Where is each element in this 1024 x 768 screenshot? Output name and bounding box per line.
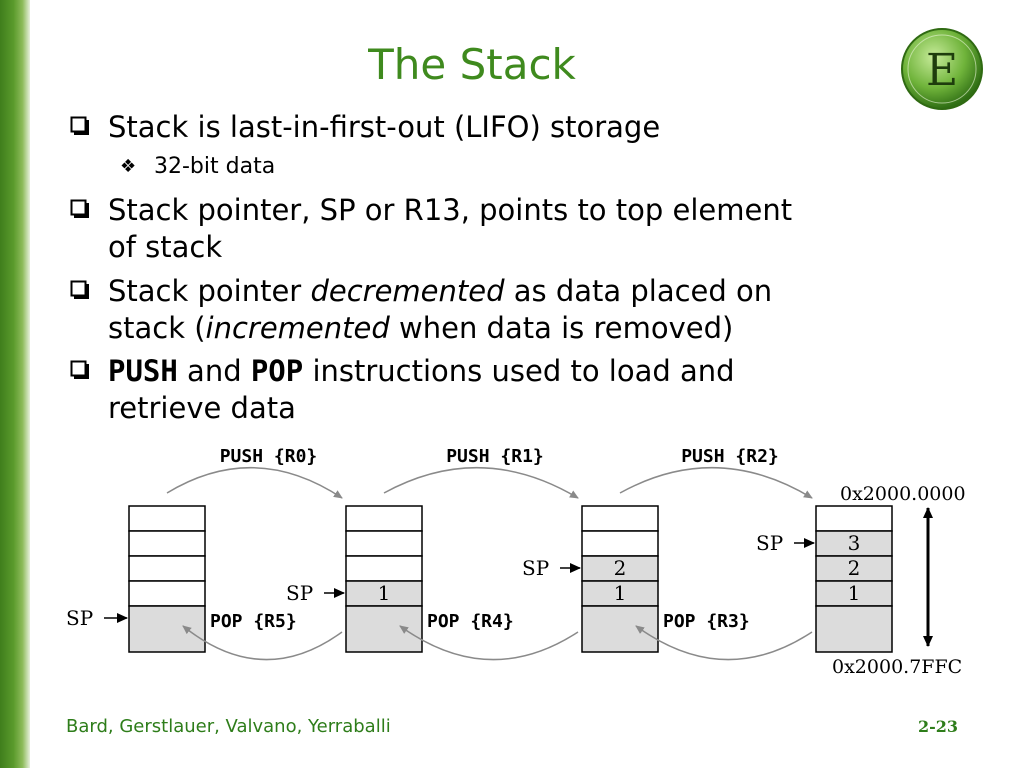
diamond-bullet-icon: ❖	[120, 156, 137, 177]
sp-label: SP	[756, 531, 783, 555]
stack-cell	[345, 605, 423, 653]
stack-value: 1	[848, 581, 861, 605]
pop-label: POP {R5}	[210, 611, 297, 632]
bullet-3-line2-pre: stack (	[108, 311, 206, 345]
stack-value: 2	[848, 556, 861, 580]
footer-authors: Bard, Gerstlauer, Valvano, Yerraballi	[66, 716, 391, 737]
bullet-3-pre: Stack pointer	[108, 274, 311, 308]
checkbox-bullet-icon	[70, 199, 89, 218]
stack-cell	[128, 555, 206, 582]
bullet-4-post: instructions used to load and	[303, 354, 735, 388]
stack-value: 1	[378, 581, 391, 605]
stack-cell	[128, 530, 206, 557]
push-arc	[619, 466, 813, 499]
push-arc	[166, 466, 343, 499]
stack-value: 2	[614, 556, 627, 580]
checkbox-bullet-icon	[70, 116, 89, 135]
push-arc	[383, 466, 579, 499]
stack-cell	[815, 605, 893, 653]
push-label: PUSH {R0}	[220, 446, 318, 467]
stack-cell	[128, 580, 206, 607]
page-number: 2-23	[918, 717, 959, 736]
stack-value: 3	[848, 531, 861, 555]
pop-arc	[182, 625, 343, 661]
stack-cell	[345, 580, 423, 607]
stack-cell	[581, 530, 659, 557]
stack-1	[128, 505, 206, 653]
slide-title: The Stack	[368, 40, 576, 89]
bullet-3-text: Stack pointer decremented as data placed…	[108, 273, 968, 347]
stack-cell	[815, 505, 893, 532]
bullet-3-em1: decremented	[310, 274, 505, 308]
pop-arc	[635, 625, 813, 661]
sp-label: SP	[522, 556, 549, 580]
stack-cell	[815, 580, 893, 607]
stack-value: 1	[614, 581, 627, 605]
left-accent-bar	[0, 0, 30, 768]
stack-cell	[128, 605, 206, 653]
pop-label: POP {R4}	[427, 611, 514, 632]
stack-cell	[345, 555, 423, 582]
stack-cell	[581, 555, 659, 582]
bullet-4-text: PUSH and POP instructions used to load a…	[108, 353, 968, 427]
sp-label: SP	[66, 606, 93, 630]
address-bottom: 0x2000.7FFC	[832, 656, 962, 678]
bullet-1-text: Stack is last-in-first-out (LIFO) storag…	[108, 110, 661, 144]
sp-label: SP	[286, 581, 313, 605]
push-keyword: PUSH	[108, 354, 178, 388]
stack-4: 321	[815, 505, 893, 653]
bullet-3-mid: as data placed on	[504, 274, 773, 308]
arrows-layer	[104, 466, 933, 661]
texas-e-logo-icon: E	[901, 28, 983, 110]
push-label: PUSH {R2}	[681, 446, 779, 467]
bullet-3-em2: incremented	[205, 311, 390, 345]
stack-cell	[345, 505, 423, 532]
pop-arc	[399, 625, 579, 661]
bullet-4-line2: retrieve data	[108, 391, 296, 425]
push-label: PUSH {R1}	[446, 446, 544, 467]
stack-2: 1	[345, 505, 423, 653]
stack-cell	[581, 605, 659, 653]
stack-cell	[581, 505, 659, 532]
pop-label: POP {R3}	[663, 611, 750, 632]
sub-bullet-text: 32-bit data	[154, 154, 276, 179]
bullet-2-line1: Stack pointer, SP or R13, points to top …	[108, 193, 793, 227]
checkbox-bullet-icon	[70, 280, 89, 299]
bullet-2-line2: of stack	[108, 230, 223, 264]
address-top: 0x2000.0000	[840, 483, 966, 505]
bullet-2-text: Stack pointer, SP or R13, points to top …	[108, 192, 968, 266]
pop-keyword: POP	[250, 354, 304, 388]
svg-text:E: E	[926, 45, 958, 96]
stack-3: 21	[581, 505, 659, 653]
bullet-4-mid: and	[177, 354, 251, 388]
stack-cell	[128, 505, 206, 532]
labels-layer: SP SP SP SP PUSH {R0} PUSH {R1} PUSH {R2} POP {…	[66, 446, 966, 678]
bullet-3-post: when data is removed)	[389, 311, 734, 345]
checkbox-bullet-icon	[70, 360, 89, 379]
stack-cell	[345, 530, 423, 557]
